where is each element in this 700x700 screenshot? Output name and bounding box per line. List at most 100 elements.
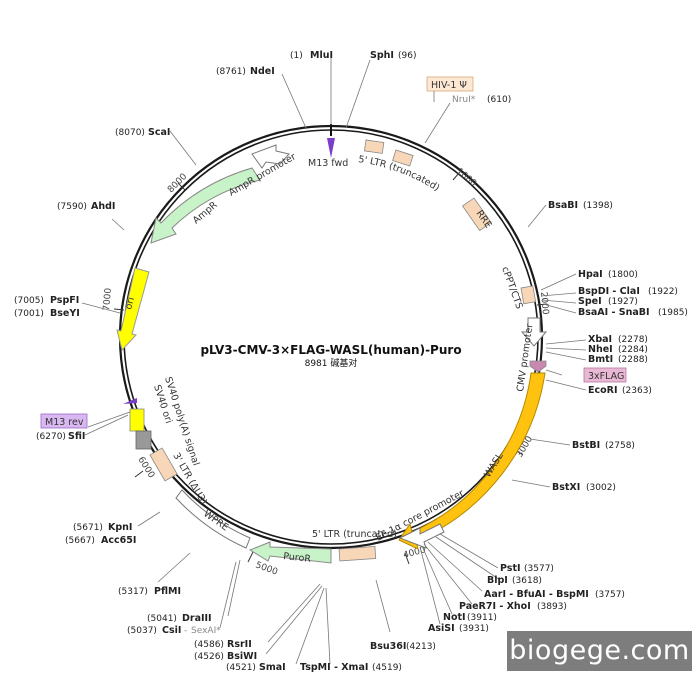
site-bseyi: (7001)BseYI	[14, 308, 80, 319]
site-sphi: SphI (96)	[370, 50, 416, 61]
svg-text:RsrII: RsrII	[227, 639, 252, 650]
site-sfii: (6270)SfiI	[36, 431, 85, 442]
svg-text:SfiI: SfiI	[68, 431, 85, 442]
ori-feature: ori	[116, 267, 150, 352]
site-tspmi: TspMI - XmaI(4519)	[300, 662, 402, 673]
site-nrui: NruI*(610)	[452, 95, 511, 105]
svg-text:BsiWI: BsiWI	[227, 651, 257, 662]
svg-text:(5671): (5671)	[73, 523, 103, 533]
svg-text:(3618): (3618)	[512, 576, 542, 586]
svg-text:BlpI: BlpI	[487, 575, 508, 586]
svg-text:3xFLAG: 3xFLAG	[588, 371, 624, 382]
site-ahdi: (7590)AhdI	[57, 201, 115, 212]
site-spei: SpeI(1927)	[578, 296, 638, 307]
site-bstxi: BstXI (3002)	[552, 482, 616, 493]
svg-text:(3002): (3002)	[586, 483, 616, 493]
site-asisi: AsiSI (3931)	[428, 623, 489, 634]
svg-text:(2363): (2363)	[622, 386, 652, 396]
tick-2000: 2000	[538, 291, 550, 315]
svg-text:(4521): (4521)	[226, 663, 256, 673]
svg-text:AarI - BfuAI - BspMI: AarI - BfuAI - BspMI	[484, 589, 589, 600]
svg-text:NruI*: NruI*	[452, 95, 476, 105]
flag-box: 3xFLAG	[583, 367, 627, 383]
svg-text:(3757): (3757)	[595, 590, 625, 600]
leader-lines	[81, 58, 587, 665]
svg-text:(1985): (1985)	[658, 308, 688, 318]
puror-feature: PuroR	[248, 541, 332, 565]
site-aari: AarI - BfuAI - BspMI (3757)	[484, 589, 625, 600]
site-kpni: (5671)KpnI	[73, 522, 132, 533]
site-bstbi: BstBI(2758)	[572, 440, 635, 451]
svg-text:(8761): (8761)	[216, 67, 246, 77]
svg-text:(3577): (3577)	[524, 564, 554, 574]
svg-text:MluI: MluI	[310, 50, 333, 61]
svg-text:(96): (96)	[398, 51, 416, 61]
cppt-feature: cPPT/CTS	[499, 265, 537, 311]
svg-text:BspDI - ClaI: BspDI - ClaI	[578, 286, 640, 297]
svg-text:(2278): (2278)	[618, 335, 648, 345]
svg-text:BsaBI: BsaBI	[548, 200, 578, 211]
site-nhei: NheI(2284)	[588, 344, 648, 355]
puror-label: PuroR	[283, 551, 312, 565]
flag-feature	[529, 360, 547, 373]
svg-text:(3911): (3911)	[467, 613, 497, 623]
site-psti: PstI(3577)	[500, 563, 554, 574]
svg-text:(4526): (4526)	[194, 652, 224, 662]
svg-text:CsiI: CsiI	[162, 625, 181, 636]
site-xbai: XbaI (2278)	[588, 334, 648, 345]
site-csii: (5037)CsiI-SexAI*	[127, 625, 221, 636]
svg-text:BstXI: BstXI	[552, 482, 580, 493]
svg-text:(3893): (3893)	[537, 602, 567, 612]
hiv-box: HIV-1 Ψ	[426, 76, 474, 92]
svg-text:(2758): (2758)	[605, 441, 635, 451]
site-ecori: EcoRI (2363)	[588, 385, 652, 396]
svg-text:(7590): (7590)	[57, 202, 87, 212]
svg-text:NotI: NotI	[443, 612, 466, 623]
wpre-feature: WPRE	[175, 489, 251, 549]
svg-text:(5667): (5667)	[65, 536, 95, 546]
svg-text:AsiSI: AsiSI	[428, 623, 455, 634]
svg-text:(5037): (5037)	[127, 626, 157, 636]
svg-text:PspFI: PspFI	[50, 295, 79, 306]
plasmid-size: 8981 碱基对	[305, 357, 358, 369]
svg-text:DraIII: DraIII	[182, 613, 212, 624]
tick-5000: 5000	[254, 560, 279, 577]
svg-text:(4586): (4586)	[194, 640, 224, 650]
svg-text:XbaI: XbaI	[588, 334, 612, 345]
svg-text:SphI: SphI	[370, 50, 394, 61]
site-scai: (8070)ScaI	[115, 127, 170, 138]
svg-text:(3931): (3931)	[459, 624, 489, 634]
svg-text:M13 rev: M13 rev	[45, 417, 84, 428]
svg-text:EcoRI: EcoRI	[588, 385, 618, 396]
site-bspdi: BspDI - ClaI(1922)	[578, 286, 678, 297]
svg-text:SexAI*: SexAI*	[191, 626, 221, 636]
svg-text:(7001): (7001)	[14, 309, 44, 319]
site-pspfi: (7005) PspFI	[14, 295, 79, 306]
site-paer7i: PaeR7I - XhoI(3893)	[459, 601, 567, 612]
svg-text:TspMI - XmaI: TspMI - XmaI	[300, 662, 368, 673]
svg-text:(6270): (6270)	[36, 432, 66, 442]
m13-rev-box: M13 rev	[40, 413, 88, 429]
site-bmti: BmtI(2288)	[588, 354, 648, 365]
svg-text:NdeI: NdeI	[250, 66, 275, 77]
svg-text:(5317): (5317)	[118, 587, 148, 597]
svg-text:(1): (1)	[290, 51, 303, 61]
ltr5-bottom-feature: 5' LTR (truncated)	[312, 529, 397, 562]
svg-text:(8070): (8070)	[115, 128, 145, 138]
svg-text:Bsu36I: Bsu36I	[370, 641, 406, 652]
svg-text:(7005): (7005)	[14, 296, 44, 306]
watermark: biogege.com	[507, 631, 692, 671]
svg-text:SpeI: SpeI	[578, 296, 602, 307]
plasmid-title: pLV3-CMV-3×FLAG-WASL(human)-Puro	[200, 343, 461, 357]
ltr5-top-feature: 5' LTR (truncated)	[358, 139, 441, 194]
site-rsrii: (4586)RsrII	[194, 639, 252, 650]
site-labels: (1) MluI SphI (96) (8761) NdeI HIV-1 Ψ NruI…	[14, 50, 688, 673]
svg-text:BmtI: BmtI	[588, 354, 613, 365]
svg-text:(4213): (4213)	[406, 642, 436, 652]
svg-text:Acc65I: Acc65I	[101, 535, 136, 546]
site-pflmi: (5317)PflMI	[118, 586, 181, 597]
m13-fwd-label: M13 fwd	[308, 158, 348, 169]
site-acc65i: (5667) Acc65I	[65, 535, 136, 546]
svg-text:PstI: PstI	[500, 563, 521, 574]
